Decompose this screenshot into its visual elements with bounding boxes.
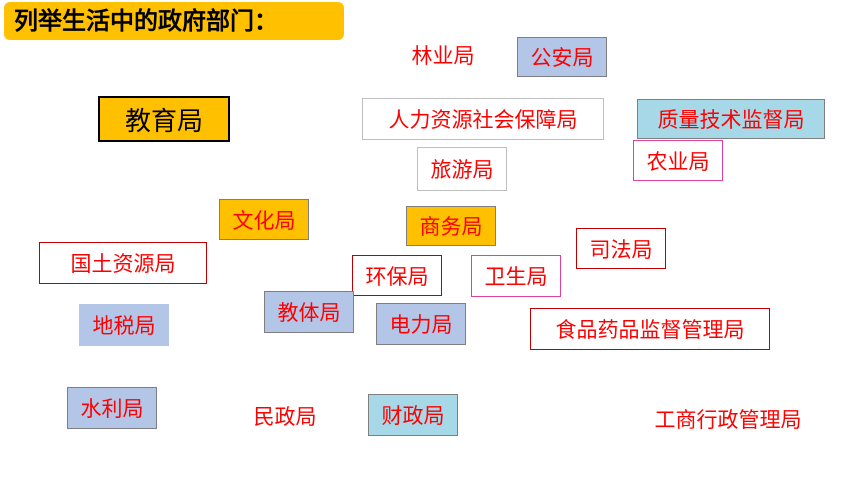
- dept-commerce-bureau: 商务局: [406, 206, 496, 246]
- dept-justice-bureau: 司法局: [576, 228, 666, 269]
- dept-industry-commerce-bureau: 工商行政管理局: [654, 408, 802, 432]
- dept-forestry-bureau: 林业局: [411, 44, 475, 68]
- dept-agriculture-bureau: 农业局: [633, 140, 723, 181]
- dept-quality-supervision-bureau: 质量技术监督局: [637, 99, 825, 139]
- dept-human-resources-bureau: 人力资源社会保障局: [362, 98, 604, 140]
- dept-tourism-bureau: 旅游局: [417, 147, 507, 191]
- dept-finance-bureau: 财政局: [368, 394, 458, 436]
- dept-education-sports-bureau: 教体局: [264, 291, 354, 333]
- dept-electric-power-bureau: 电力局: [376, 303, 466, 345]
- dept-local-tax-bureau: 地税局: [79, 304, 169, 346]
- dept-land-resources-bureau: 国土资源局: [39, 242, 207, 284]
- dept-culture-bureau: 文化局: [219, 199, 309, 240]
- dept-environmental-bureau: 环保局: [352, 255, 442, 296]
- dept-food-drug-bureau: 食品药品监督管理局: [530, 308, 770, 350]
- page-title: 列举生活中的政府部门：: [4, 2, 344, 40]
- dept-civil-affairs-bureau: 民政局: [253, 405, 317, 429]
- dept-public-security-bureau: 公安局: [517, 37, 607, 77]
- dept-health-bureau: 卫生局: [471, 255, 561, 297]
- dept-water-resources-bureau: 水利局: [67, 387, 157, 429]
- dept-education-bureau: 教育局: [98, 96, 230, 142]
